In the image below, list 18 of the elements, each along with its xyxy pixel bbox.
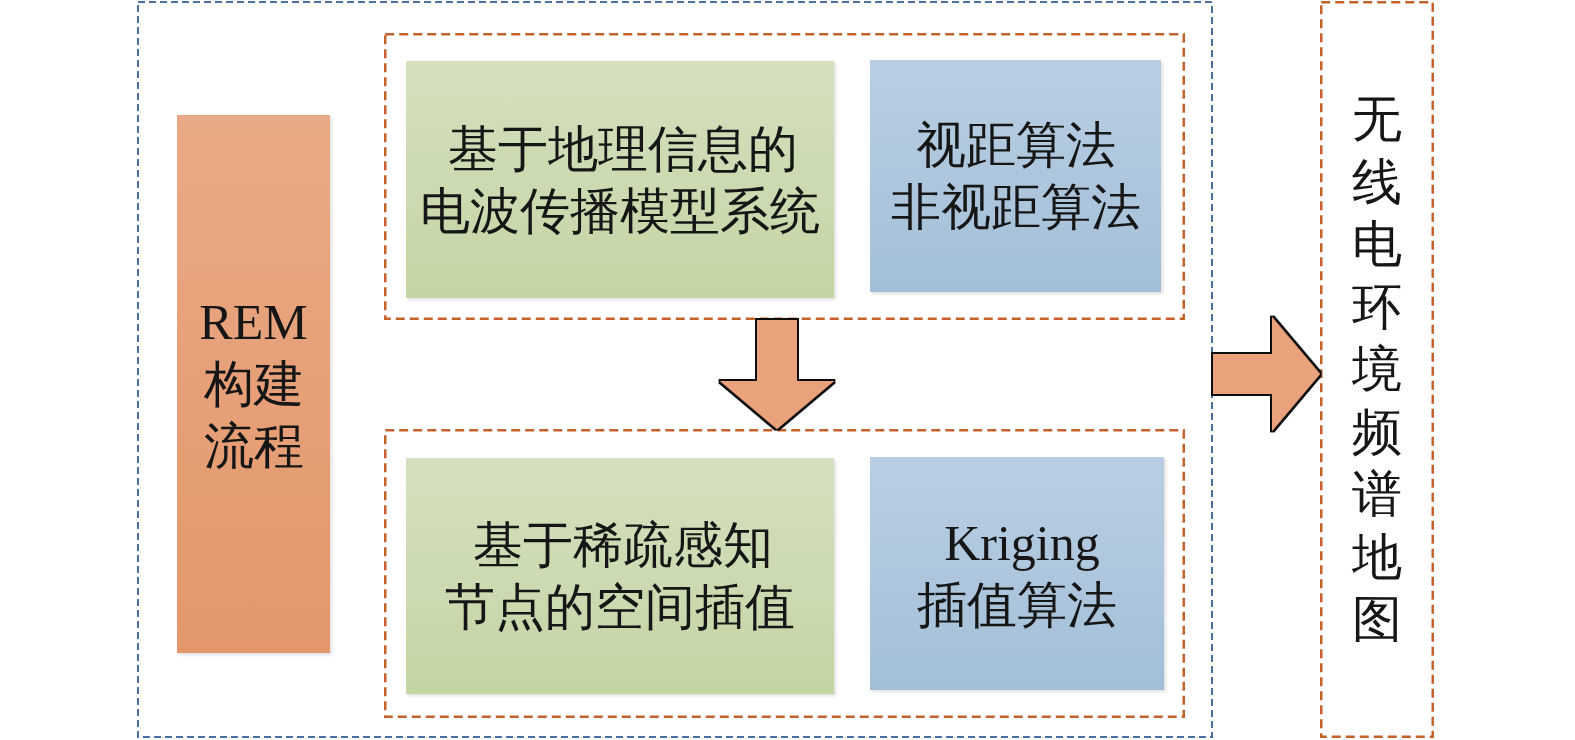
dashed-output-box [1320, 1, 1434, 738]
dashed-frame [137, 1, 1213, 738]
method-box [870, 60, 1161, 292]
bar-label: REM构建流程 [198, 293, 309, 476]
block-arrow [720, 320, 834, 429]
process-bar [177, 115, 330, 653]
box-label: 基于地理信息的电波传播模型系统 [419, 119, 821, 241]
process-box [406, 61, 834, 298]
process-box [406, 458, 834, 694]
method-label: Kriging插值算法 [916, 513, 1118, 635]
block-arrow [1213, 317, 1320, 431]
dashed-group-box [384, 429, 1185, 718]
dashed-group-box [384, 33, 1185, 320]
method-label: 非视距算法 [890, 178, 1141, 237]
method-box [870, 457, 1164, 690]
method-label: 视距算法 [915, 116, 1116, 175]
vertical-label: 无线电环境频谱地图 [1352, 90, 1402, 650]
box-label: 基于稀疏感知节点的空间插值 [444, 516, 796, 637]
